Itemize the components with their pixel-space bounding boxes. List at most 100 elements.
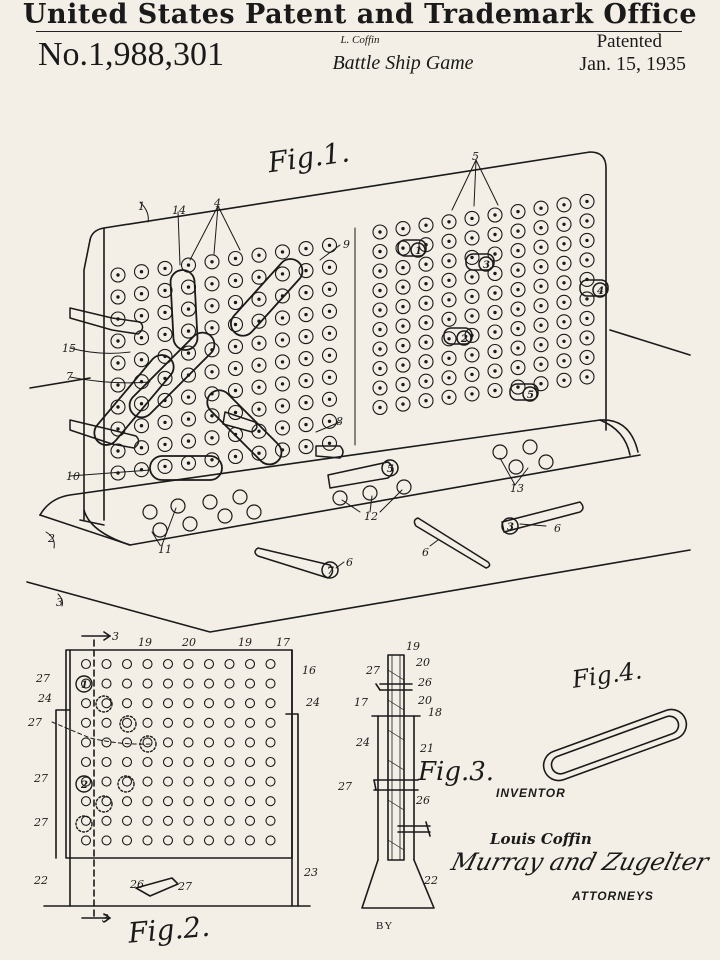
- grid-hole-center: [116, 295, 120, 299]
- grid-hole: [579, 349, 595, 365]
- grid-hole: [227, 382, 244, 399]
- svg-text:19: 19: [238, 636, 252, 649]
- grid-hole-center: [424, 399, 428, 403]
- svg-text:27: 27: [365, 664, 380, 677]
- grid-hole: [464, 249, 480, 265]
- grid-hole-center: [304, 290, 308, 295]
- grid-hole: [183, 698, 194, 709]
- grid-hole-center: [327, 353, 332, 357]
- grid-hole-center: [257, 275, 261, 279]
- grid-hole: [142, 658, 153, 670]
- grid-hole: [395, 299, 411, 315]
- grid-hole: [579, 369, 595, 385]
- grid-hole: [321, 281, 338, 297]
- patent-number: No.1,988,301: [38, 36, 225, 73]
- grid-hole: [418, 256, 434, 272]
- fig2-grid-holes: [80, 658, 276, 846]
- grid-hole: [162, 698, 174, 709]
- svg-text:23: 23: [303, 866, 318, 879]
- grid-hole-center: [327, 309, 332, 313]
- grid-hole: [227, 272, 244, 289]
- svg-text:2: 2: [80, 780, 88, 791]
- grid-hole: [395, 357, 411, 373]
- grid-hole: [244, 698, 256, 709]
- grid-hole: [227, 316, 244, 333]
- grid-hole-center: [585, 219, 589, 223]
- grid-hole: [110, 267, 126, 283]
- grid-hole: [464, 210, 480, 226]
- grid-hole-center: [401, 363, 405, 367]
- grid-hole-center: [493, 271, 497, 276]
- grid-hole: [133, 286, 150, 302]
- grid-hole-center: [562, 242, 566, 246]
- grid-hole: [298, 439, 314, 455]
- grid-hole: [180, 433, 197, 449]
- grid-hole: [204, 320, 220, 336]
- grid-hole-center: [539, 265, 543, 269]
- grid-hole: [510, 321, 526, 337]
- grid-hole-center: [401, 285, 405, 289]
- grid-hole: [395, 396, 411, 412]
- fig1-drawing: [26, 151, 691, 633]
- grid-hole: [203, 678, 215, 689]
- grid-hole-center: [304, 444, 308, 449]
- grid-hole-center: [516, 365, 520, 370]
- grid-hole: [418, 217, 434, 233]
- grid-hole: [203, 698, 215, 709]
- grid-hole-center: [210, 458, 214, 462]
- grid-hole: [441, 292, 457, 308]
- grid-hole: [298, 307, 314, 323]
- grid-hole-center: [493, 330, 497, 334]
- grid-hole-center: [163, 376, 167, 381]
- grid-hole-center: [401, 226, 405, 231]
- grid-hole-center: [493, 232, 497, 237]
- grid-hole-center: [447, 278, 451, 282]
- grid-hole: [251, 401, 267, 417]
- grid-hole-center: [257, 341, 261, 345]
- grid-hole-center: [257, 319, 261, 323]
- grid-hole-center: [327, 397, 332, 401]
- grid-hole: [183, 796, 194, 807]
- grid-hole: [487, 226, 503, 243]
- grid-hole: [441, 214, 457, 230]
- grid-hole-center: [470, 216, 474, 221]
- grid-hole: [510, 360, 526, 376]
- grid-hole: [157, 326, 173, 342]
- grid-hole: [372, 263, 388, 279]
- grid-hole-center: [280, 316, 285, 320]
- grid-hole: [224, 796, 235, 807]
- grid-hole-center: [257, 297, 261, 301]
- grid-hole-center: [424, 379, 428, 383]
- grid-hole: [204, 386, 220, 402]
- grid-hole: [464, 386, 480, 402]
- grid-hole-center: [233, 388, 238, 393]
- fig2-label: Fig.2.: [126, 910, 211, 950]
- grid-hole: [180, 411, 197, 427]
- grid-hole-center: [401, 324, 405, 328]
- grid-hole: [162, 717, 174, 728]
- by-label: BY: [376, 920, 394, 932]
- grid-hole-center: [139, 358, 144, 362]
- svg-text:1: 1: [138, 200, 145, 213]
- grid-hole: [487, 207, 503, 223]
- svg-text:15: 15: [62, 342, 76, 355]
- grid-hole: [265, 678, 276, 689]
- grid-hole: [162, 796, 174, 807]
- grid-hole-center: [447, 317, 451, 321]
- grid-hole-center: [401, 304, 405, 309]
- grid-hole: [133, 264, 150, 280]
- grid-hole: [395, 318, 411, 334]
- grid-hole-center: [562, 378, 566, 382]
- patented-label: Patented: [596, 31, 662, 52]
- grid-hole: [395, 260, 411, 276]
- grid-hole-center: [280, 272, 285, 276]
- grid-hole: [372, 224, 388, 240]
- grid-hole-center: [562, 203, 566, 207]
- grid-hole: [579, 330, 595, 346]
- grid-hole: [418, 276, 434, 292]
- grid-hole: [251, 291, 267, 307]
- grid-hole: [556, 372, 572, 388]
- grid-hole-center: [470, 275, 474, 279]
- grid-hole: [441, 233, 457, 249]
- grid-hole: [110, 355, 126, 371]
